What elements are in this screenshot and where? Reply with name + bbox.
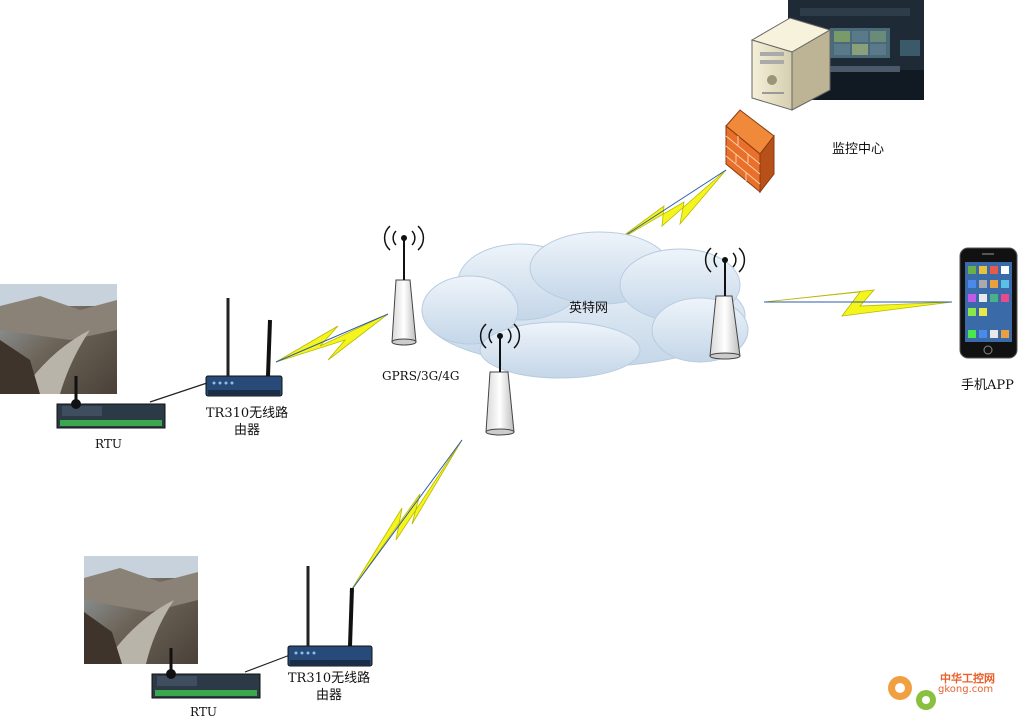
router-device-2 <box>287 566 373 667</box>
link-lines <box>149 381 291 673</box>
phone-icon <box>959 247 1018 359</box>
label-router-1-line1: TR310无线路 <box>205 406 289 421</box>
firewall-icon <box>725 109 775 194</box>
server-icon <box>750 17 832 111</box>
watermark-url: gkong.com <box>938 684 994 695</box>
label-router-2-line1: TR310无线路 <box>287 671 371 686</box>
tower-cloud-right <box>704 247 746 360</box>
label-router-2-line2: 由器 <box>315 688 342 703</box>
label-router-2: TR310无线路 由器 <box>284 670 374 704</box>
lightning-tower-phone <box>763 289 953 317</box>
label-rtu-2: RTU <box>190 705 217 719</box>
watermark-logo <box>888 676 936 710</box>
label-gprs: GPRS/3G/4G <box>382 369 460 383</box>
rtu-device-1 <box>56 376 166 429</box>
label-rtu-1: RTU <box>95 437 122 451</box>
label-internet: 英特网 <box>569 301 609 316</box>
internet-cloud <box>421 231 749 379</box>
link-rtu1-router1 <box>149 381 211 403</box>
site-photo-1 <box>0 284 117 394</box>
site-photo-2 <box>84 556 198 664</box>
label-router-1: TR310无线路 由器 <box>202 405 292 439</box>
tower-gprs <box>383 225 425 346</box>
tower-cloud-left <box>479 323 521 436</box>
rtu-device-2 <box>151 648 261 699</box>
router-device-1 <box>205 298 283 397</box>
label-router-1-line2: 由器 <box>233 423 260 438</box>
link-rtu2-router2 <box>244 654 291 673</box>
watermark-name: 中华工控网 <box>940 672 995 685</box>
label-phone-app: 手机APP <box>961 378 1014 393</box>
label-monitor-center: 监控中心 <box>832 142 885 157</box>
